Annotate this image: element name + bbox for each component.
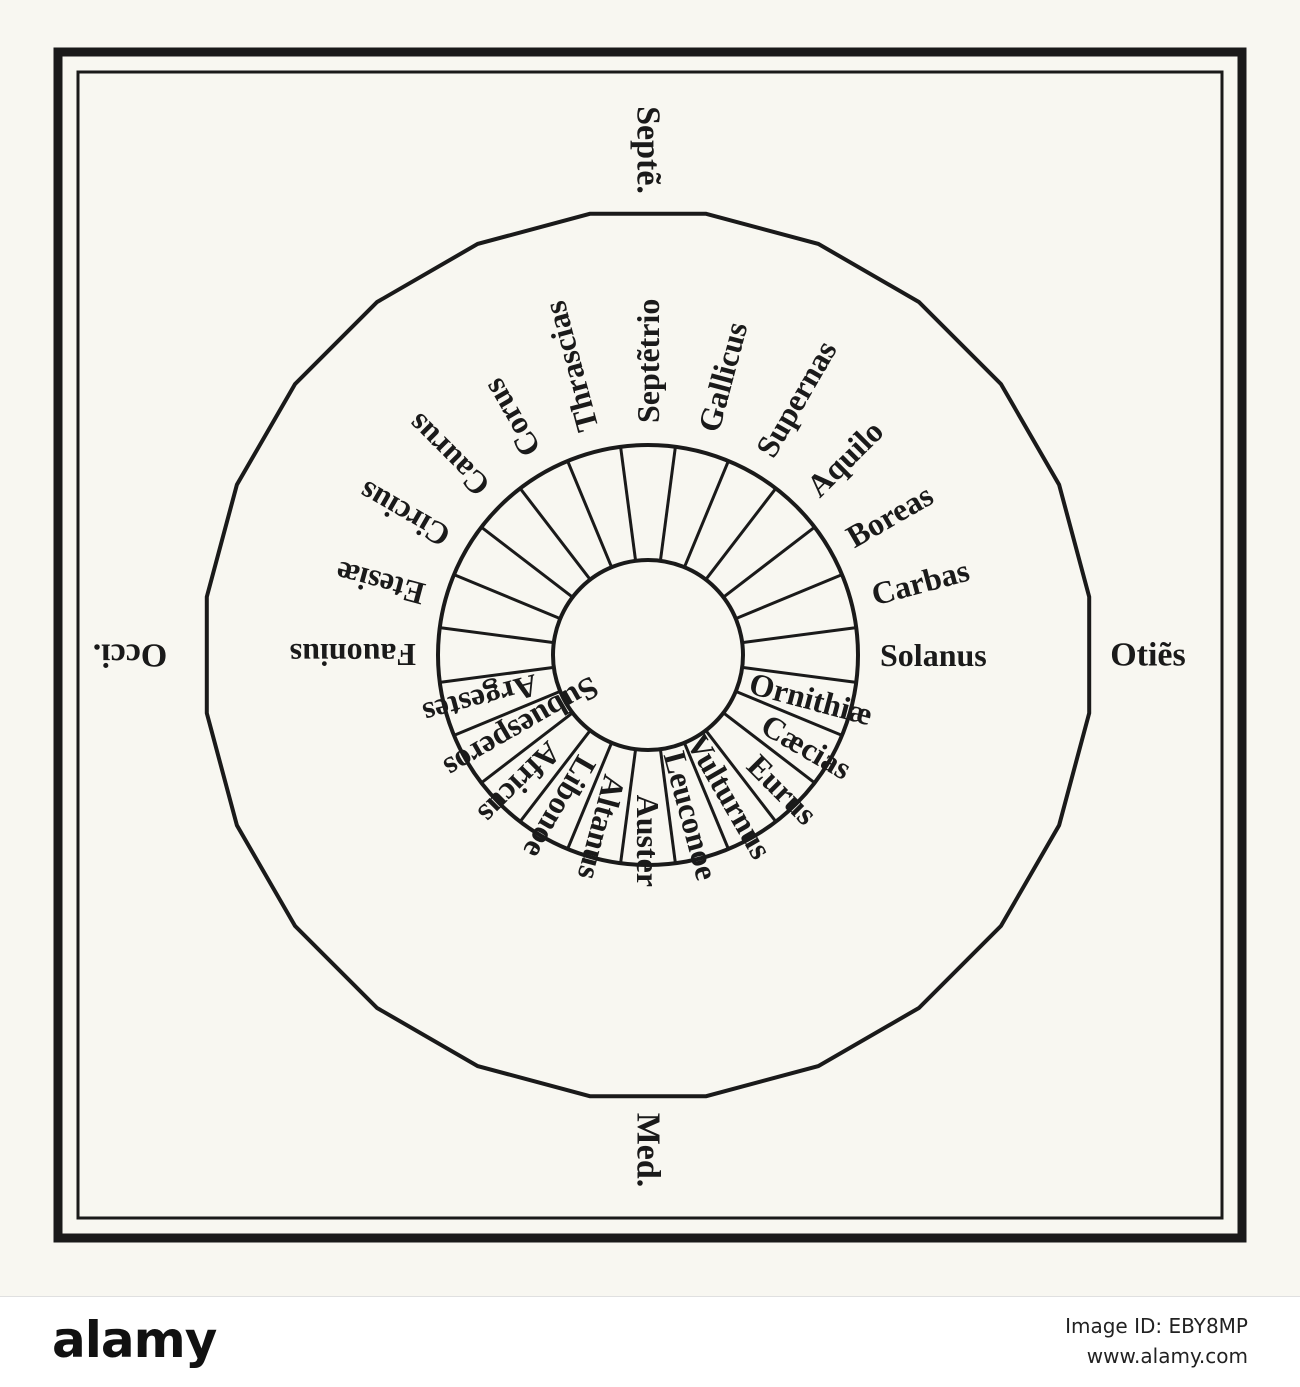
alamy-logo: alamy (52, 1311, 217, 1369)
cardinal-west-label: Occi. (93, 637, 168, 674)
wind-label: Fauonius (290, 637, 416, 673)
ring-spoke (519, 729, 592, 823)
inner-frame (76, 70, 1224, 1220)
wind-label: Thrascias (536, 297, 605, 435)
ring-spoke (704, 487, 777, 581)
wind-label: Etesiæ (332, 554, 429, 612)
ring-spoke (683, 742, 730, 850)
wind-label: Septẽtrio (630, 299, 666, 423)
wind-label: Auster (630, 795, 666, 887)
ring-spoke (658, 749, 677, 864)
ring-spoke (439, 665, 554, 684)
ring-spoke (735, 573, 843, 620)
ring-spoke (480, 711, 574, 784)
wind-label: Solanus (880, 637, 987, 673)
footer-meta: Image ID: EBY8MP www.alamy.com (1065, 1311, 1248, 1371)
ring-spoke (439, 626, 554, 645)
wind-label: Circius (352, 474, 456, 555)
image-id-text: Image ID: EBY8MP (1065, 1314, 1248, 1338)
ring-spoke (566, 742, 613, 850)
ring-spoke (704, 729, 777, 823)
cardinal-east-label: Otiẽs (1110, 637, 1186, 674)
ring-spoke (619, 749, 638, 864)
wind-labels: Septẽtrio GallicusSupernasAquiloBoreasCar… (290, 297, 987, 887)
ring-spoke (619, 446, 638, 561)
ring-spoke (683, 460, 730, 568)
wind-label: Gallicus (691, 318, 755, 436)
wind-label: Carbas (867, 552, 972, 613)
site-url-text: www.alamy.com (1086, 1344, 1248, 1368)
wind-label: Caurus (400, 407, 497, 504)
watermark-footer: alamy Image ID: EBY8MP www.alamy.com (0, 1296, 1300, 1387)
wind-ring-inner-circle (551, 558, 745, 752)
ring-spoke (453, 573, 561, 620)
wind-ring-outer-circle (436, 443, 860, 867)
ring-spoke (742, 665, 857, 684)
cardinal-north-label: Septẽ. (630, 106, 667, 194)
wind-label: Aquilo (799, 413, 890, 504)
outer-24-gon (204, 211, 1092, 1099)
wind-label: Supernas (748, 334, 843, 463)
outer-frame (53, 47, 1247, 1243)
ring-spoke (566, 460, 613, 568)
ring-spoke (519, 487, 592, 581)
ring-spoke (480, 526, 574, 599)
ring-spoke (658, 446, 677, 561)
ring-spoke (735, 690, 843, 737)
ring-spoke (453, 690, 561, 737)
ring-spoke (742, 626, 857, 645)
wind-label: Corus (475, 373, 548, 463)
ring-spokes (439, 446, 857, 864)
ring-spoke (722, 711, 816, 784)
wind-rose-diagram: Septẽtrio GallicusSupernasAquiloBoreasCar… (53, 47, 1247, 1243)
cardinal-south-label: Med. (630, 1113, 667, 1188)
ring-spoke (722, 526, 816, 599)
wind-label: Boreas (840, 477, 939, 555)
